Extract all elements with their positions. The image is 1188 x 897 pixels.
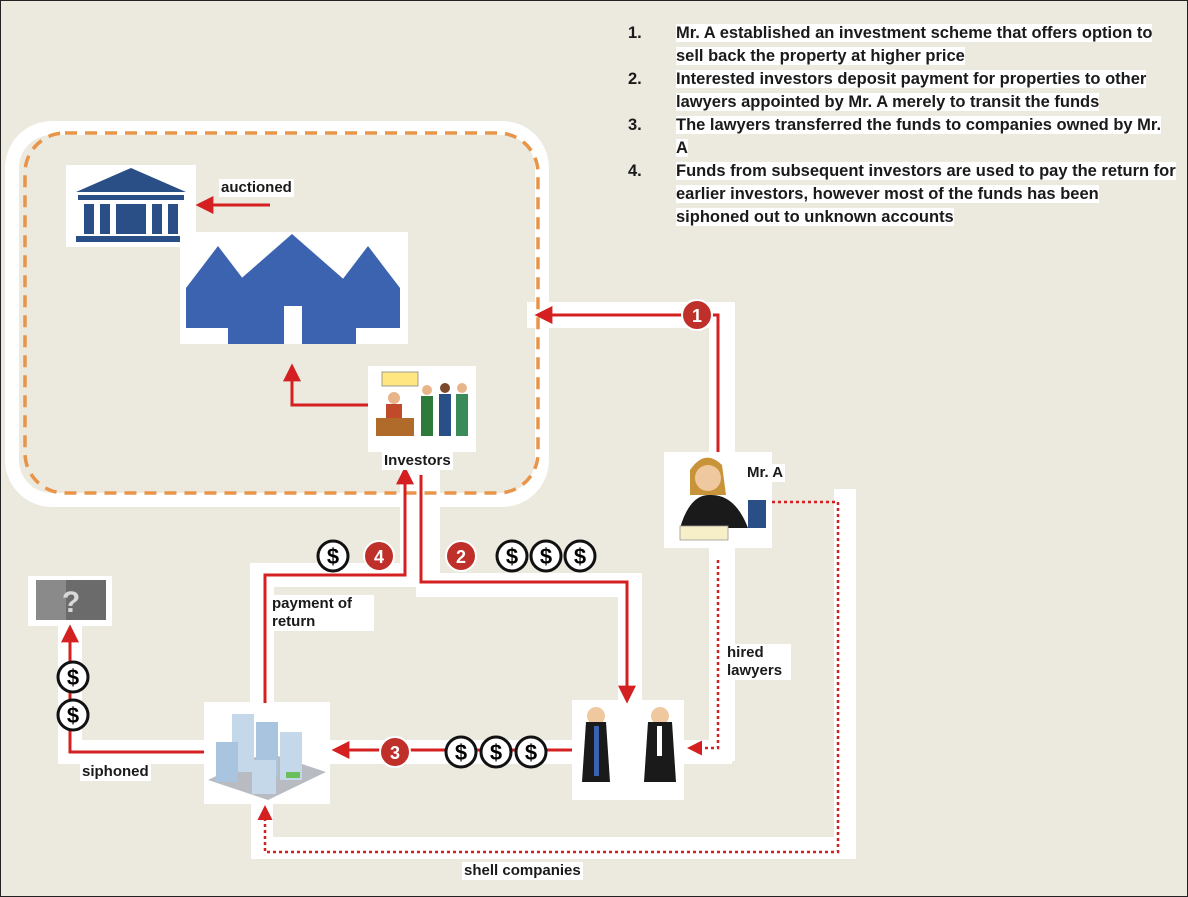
arrow-mr-a-offer: [534, 306, 720, 452]
label-mr-a: Mr. A: [745, 464, 786, 482]
unknown-account-icon: ?: [28, 576, 112, 626]
bank-icon: [66, 165, 196, 247]
svg-text:$: $: [455, 740, 467, 765]
coin-icon: $: [529, 539, 563, 573]
coin-icon: $: [56, 698, 90, 732]
houses-icon: [180, 232, 408, 344]
arrow-shell-companies: [257, 500, 840, 854]
step-number: 2.: [628, 70, 642, 88]
svg-text:$: $: [327, 544, 339, 569]
step-marker-2: 2: [445, 540, 477, 572]
step-text: The lawyers transferred the funds to com…: [676, 116, 1162, 157]
label-auctioned: auctioned: [219, 179, 294, 197]
coin-icon: $: [479, 735, 513, 769]
coin-icon: $: [563, 539, 597, 573]
steps-list: 1. Mr. A established an investment scheme…: [628, 22, 1176, 229]
svg-text:4: 4: [374, 547, 384, 567]
step-text: Mr. A established an investment scheme t…: [676, 24, 1153, 65]
label-hired-lawyers: hired lawyers: [725, 644, 791, 680]
step-marker-4: 4: [363, 540, 395, 572]
svg-text:$: $: [540, 544, 552, 569]
svg-text:3: 3: [390, 743, 400, 763]
arrow-deposit-to-lawyers: [419, 475, 636, 704]
step-markers: 1 2 3 4: [363, 299, 713, 768]
coin-icon: $: [495, 539, 529, 573]
coins: $ $ $ $ $ $ $ $ $: [56, 539, 597, 769]
step-item: 1. Mr. A established an investment scheme…: [628, 22, 1176, 68]
step-number: 1.: [628, 24, 642, 42]
coin-icon: $: [316, 539, 350, 573]
arrow-investors-to-houses: [283, 363, 368, 407]
svg-text:$: $: [574, 544, 586, 569]
svg-text:$: $: [67, 665, 79, 690]
step-marker-3: 3: [379, 736, 411, 768]
svg-text:$: $: [506, 544, 518, 569]
label-investors: Investors: [382, 452, 453, 470]
svg-text:$: $: [490, 740, 502, 765]
arrow-payment-of-return: [263, 466, 414, 703]
shell-companies-icon: [204, 702, 330, 804]
control-arrows: [257, 500, 840, 854]
coin-icon: $: [444, 735, 478, 769]
investors-icon: [368, 366, 476, 452]
step-number: 3.: [628, 116, 642, 134]
unknown-symbol: ?: [62, 586, 80, 619]
arrow-siphoned: [61, 624, 204, 754]
step-item: 2. Interested investors deposit payment f…: [628, 68, 1176, 114]
step-text: Funds from subsequent investors are used…: [676, 162, 1176, 226]
step-item: 3. The lawyers transferred the funds to c…: [628, 114, 1176, 160]
step-number: 4.: [628, 162, 642, 180]
arrow-hired-lawyers: [687, 560, 720, 756]
label-siphoned: siphoned: [80, 763, 151, 781]
step-marker-1: 1: [681, 299, 713, 331]
svg-text:$: $: [525, 740, 537, 765]
step-item: 4. Funds from subsequent investors are us…: [628, 160, 1176, 229]
step-text: Interested investors deposit payment for…: [676, 70, 1147, 111]
svg-text:1: 1: [692, 306, 702, 326]
coin-icon: $: [514, 735, 548, 769]
lawyers-icon: [572, 700, 684, 800]
coin-icon: $: [56, 660, 90, 694]
svg-text:2: 2: [456, 547, 466, 567]
label-payment-of-return: payment of return: [270, 595, 374, 631]
label-shell-companies: shell companies: [462, 862, 583, 880]
svg-text:$: $: [67, 703, 79, 728]
